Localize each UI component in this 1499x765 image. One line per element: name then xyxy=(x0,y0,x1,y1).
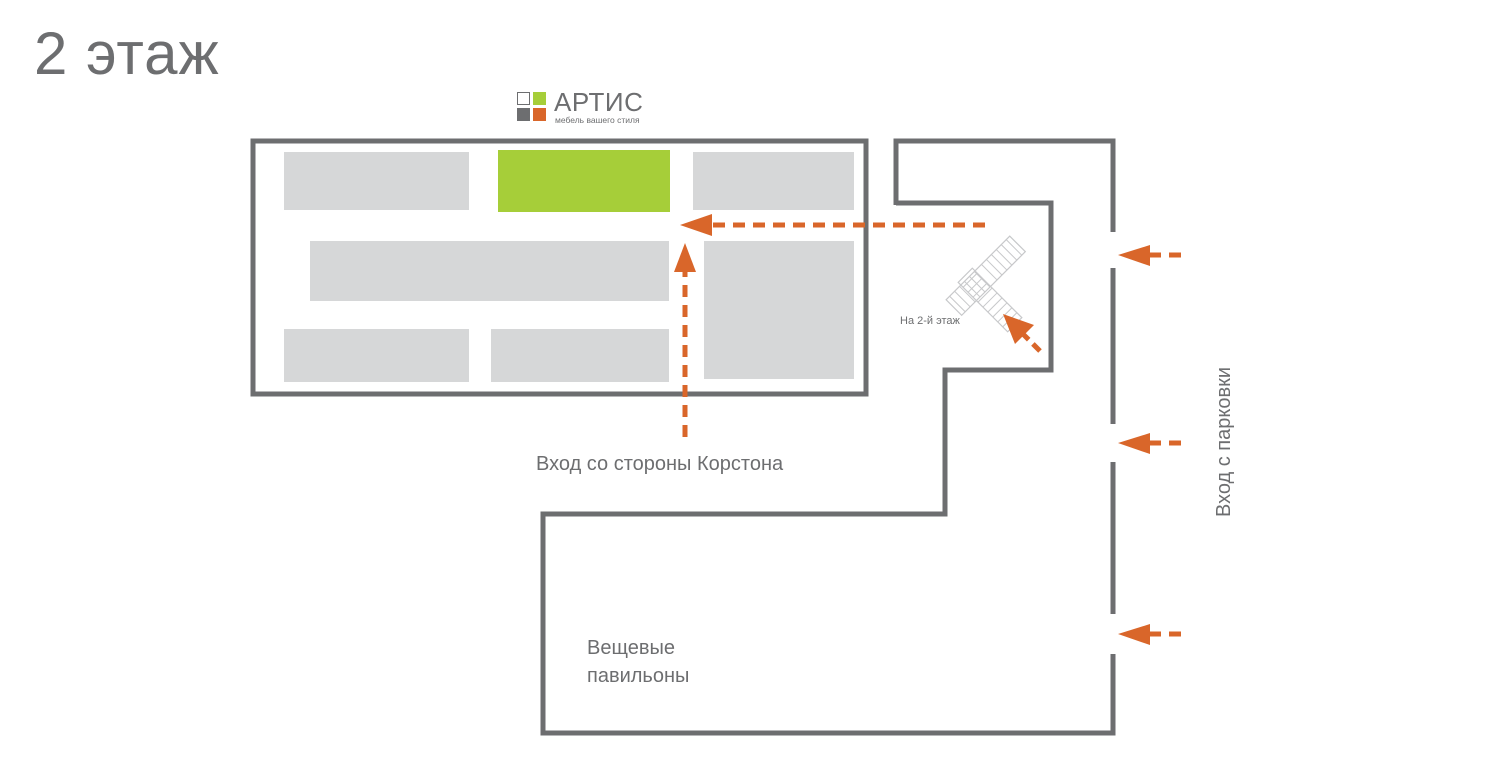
pavilions-label: Вещевые павильоны xyxy=(587,634,689,690)
pavilions-label-line2: павильоны xyxy=(587,665,690,687)
artis-logo: АРТИС мебель вашего стиля xyxy=(517,87,667,126)
shop-top-right[interactable] xyxy=(693,152,854,210)
parking-entrance-arrow-1 xyxy=(1118,245,1181,266)
shop-bottom-left[interactable] xyxy=(284,329,469,382)
floor-title: 2 этаж xyxy=(34,20,220,87)
logo-name: АРТИС xyxy=(554,87,644,117)
pavilions-label-line1: Вещевые xyxy=(587,637,675,659)
parking-entrance-label: Вход с парковки xyxy=(1213,366,1235,518)
main-hall-wall xyxy=(250,138,869,397)
shop-top-left[interactable] xyxy=(284,152,469,210)
logo-square-green xyxy=(533,92,546,105)
staircase-icon xyxy=(945,235,1027,317)
route-from-korston xyxy=(674,243,696,437)
route-from-stairs xyxy=(1003,314,1042,353)
korston-entrance-label: Вход со стороны Корстона xyxy=(536,453,784,475)
parking-entrance-arrow-3 xyxy=(1118,624,1181,645)
shop-middle-long[interactable] xyxy=(310,241,669,301)
logo-square-white xyxy=(517,92,530,105)
stair-hall-wall xyxy=(893,138,1116,232)
shop-right-square[interactable] xyxy=(704,241,854,379)
shop-bottom-middle[interactable] xyxy=(491,329,669,382)
route-corridor-to-artis xyxy=(680,214,985,236)
shop-artis[interactable] xyxy=(498,150,670,212)
stair-inner-wall xyxy=(540,200,1116,736)
stairs-label: На 2-й этаж xyxy=(900,315,960,327)
logo-tagline: мебель вашего стиля xyxy=(555,115,640,125)
logo-square-gray xyxy=(517,108,530,121)
logo-square-orange xyxy=(533,108,546,121)
parking-entrance-arrow-2 xyxy=(1118,433,1181,454)
